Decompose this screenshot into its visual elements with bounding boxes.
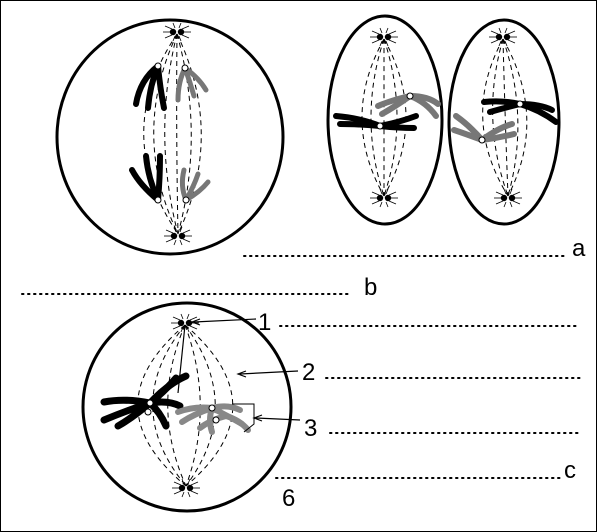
label-1: 1 bbox=[258, 309, 271, 336]
cell-anaphase bbox=[57, 20, 283, 254]
label-6: 6 bbox=[282, 485, 295, 512]
label-c: c bbox=[564, 457, 576, 484]
cell-metaphase-left bbox=[328, 16, 442, 224]
label-b: b bbox=[364, 274, 377, 301]
label-2: 2 bbox=[302, 359, 315, 386]
dotted-answer-lines bbox=[22, 256, 580, 478]
label-a: a bbox=[572, 235, 586, 262]
label-3: 3 bbox=[304, 415, 317, 442]
cell-metaphase-right bbox=[449, 20, 559, 224]
